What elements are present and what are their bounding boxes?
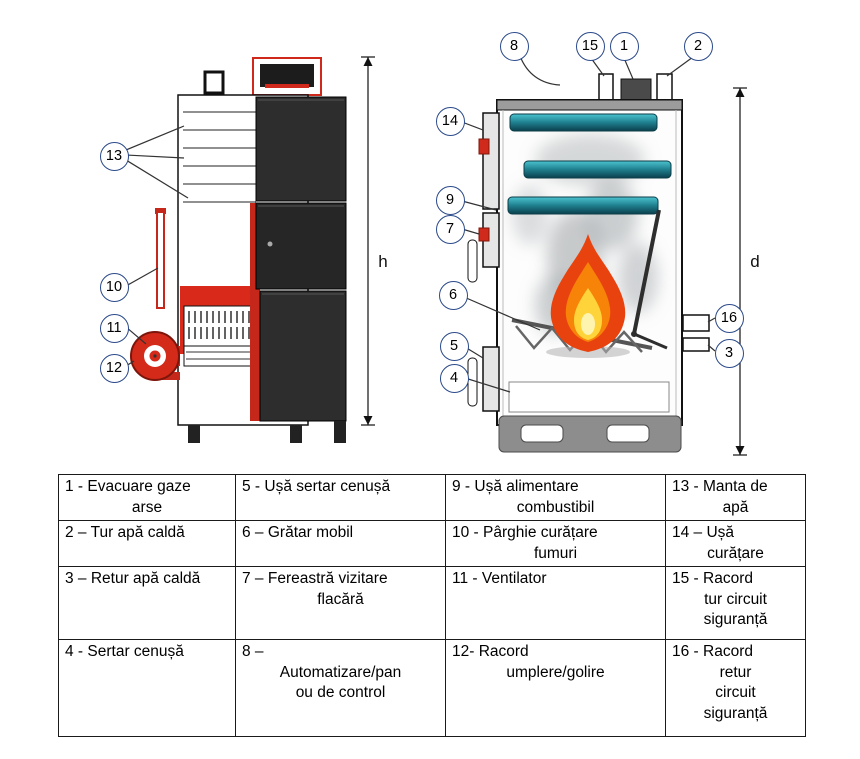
legend-item-3: 3 – Retur apă caldă bbox=[58, 566, 236, 640]
flame-graphic bbox=[546, 234, 630, 358]
dimension-label-h: h bbox=[378, 252, 388, 271]
legend-item-4: 4 - Sertar cenușă bbox=[58, 639, 236, 737]
front-panels bbox=[250, 96, 347, 422]
boiler-legs bbox=[188, 421, 346, 443]
dimension-line-h bbox=[361, 56, 375, 426]
right-connections bbox=[682, 314, 710, 352]
grate-window bbox=[183, 305, 259, 367]
dimension-label-d: d bbox=[750, 252, 760, 271]
cleaning-door bbox=[478, 112, 500, 210]
left-boiler-side-view bbox=[125, 56, 375, 443]
heat-exchanger-tubes bbox=[507, 113, 672, 215]
boiler-schematics bbox=[125, 55, 747, 456]
boiler-base bbox=[498, 415, 682, 453]
smoke-lever bbox=[155, 208, 166, 309]
legend-item-6: 6 – Grătar mobil bbox=[235, 520, 446, 567]
legend-item-2: 2 – Tur apă caldă bbox=[58, 520, 236, 567]
legend-row-2: 2 – Tur apă caldă 6 – Grătar mobil 10 - … bbox=[58, 520, 806, 567]
right-boiler-section-view bbox=[461, 55, 747, 456]
ash-door bbox=[467, 346, 500, 412]
flue-assembly bbox=[252, 57, 322, 96]
legend-item-11: 11 - Ventilator bbox=[445, 566, 666, 640]
vent-box bbox=[203, 70, 225, 95]
dimension-line-d bbox=[733, 87, 747, 456]
legend-row-3: 3 – Retur apă caldă 7 – Fereastră vizita… bbox=[58, 566, 806, 640]
legend-item-5: 5 - Ușă sertar cenușă bbox=[235, 474, 446, 521]
fuel-door bbox=[467, 212, 500, 283]
fan-graphic bbox=[130, 331, 180, 381]
ash-drawer bbox=[508, 381, 670, 413]
top-slab bbox=[496, 99, 683, 111]
water-jacket-fins bbox=[183, 111, 256, 203]
top-connections bbox=[598, 73, 673, 102]
